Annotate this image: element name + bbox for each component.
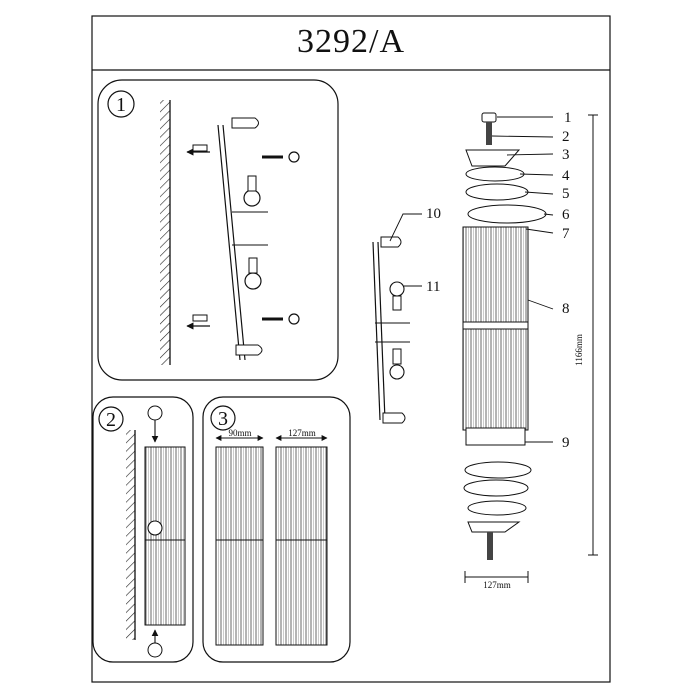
part-numbers: 1 2 3 4 5 6 7 8 9 10 11 (426, 110, 572, 451)
screw (262, 313, 300, 325)
part-number: 4 (562, 168, 570, 184)
bracket-assembly (372, 236, 410, 424)
step-2-number: 2 (106, 409, 116, 431)
step-3-panel: 3 90mm 127mm (202, 396, 351, 663)
exploded-view: 127mm 1166mm (462, 112, 598, 590)
sheet-frame (91, 15, 611, 683)
wall-anchor (186, 314, 210, 330)
step-1-badge (107, 90, 135, 118)
part-number: 2 (562, 129, 570, 145)
part-number: 5 (562, 186, 570, 202)
step-1-number: 1 (116, 94, 126, 116)
step-2-panel: 2 (92, 396, 194, 663)
model-title: 3292/A (297, 23, 405, 60)
part-number: 7 (562, 226, 570, 242)
part-number: 11 (426, 279, 440, 295)
part-number: 9 (562, 435, 570, 451)
step-3-number: 3 (218, 408, 228, 430)
part-number: 3 (562, 147, 570, 163)
dimension-height: 1166mm (574, 334, 584, 366)
part-number: 6 (562, 207, 570, 223)
dimension-base-width: 127mm (483, 580, 511, 590)
part-leaders (389, 116, 554, 443)
part-number: 8 (562, 301, 570, 317)
step-3-badge (210, 405, 236, 431)
part-number: 1 (564, 110, 572, 126)
dimension-side-a: 90mm (228, 428, 251, 438)
wall-anchor (186, 144, 210, 156)
screw (262, 151, 300, 163)
step-2-badge (98, 406, 124, 432)
bulb (232, 175, 268, 213)
dimension-side-b: 127mm (288, 428, 316, 438)
bulb (375, 341, 410, 380)
step-1-panel: 1 (97, 79, 339, 381)
bulb (232, 244, 268, 290)
part-number: 10 (426, 206, 441, 222)
bulb (375, 281, 410, 324)
